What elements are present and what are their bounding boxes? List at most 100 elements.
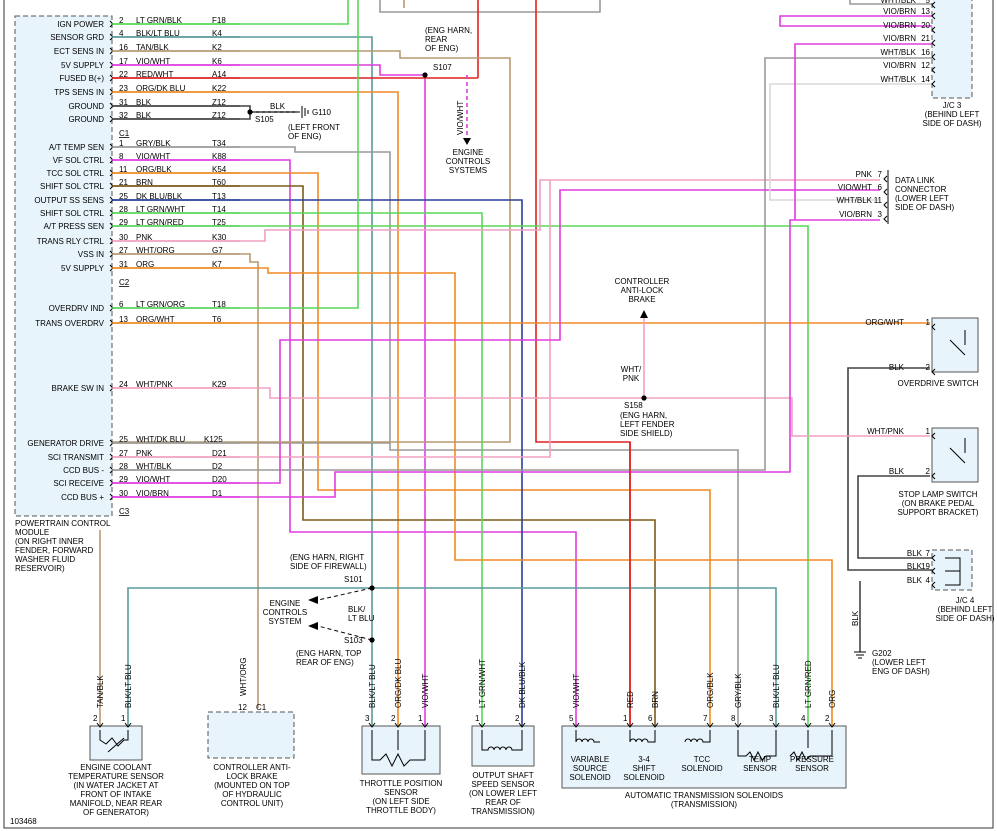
overdrive_switch-pin: 1: [926, 318, 931, 327]
ats-box: [561, 725, 847, 789]
s105-label: S105: [255, 115, 274, 124]
jc4-wire-color: BLK: [907, 576, 923, 585]
dlc-wire-color: VIO/WHT: [838, 183, 872, 192]
jc4-caption: (BEHIND LEFT: [938, 605, 993, 614]
tps-wire-color: BLK/LT BLU: [368, 664, 377, 708]
stop_lamp_switch-chevron: [931, 432, 936, 440]
diagram-border: [3, 0, 994, 829]
pcm-pin-function: SCI TRANSMIT: [48, 453, 104, 462]
tps-wire-color: VIO/WHT: [421, 674, 430, 708]
pcm-pin-function: TRANS RLY CTRL: [37, 237, 105, 246]
pcm-connector-id: C2: [119, 278, 130, 287]
s158-label: S158: [624, 401, 643, 410]
pcm-caption-line: WASHER FLUID: [15, 555, 75, 564]
ats-part-label: SENSOR: [795, 764, 829, 773]
s107-label: S107: [433, 63, 452, 72]
tps-chevron: [394, 722, 402, 728]
pcm-pin-number: 25: [119, 192, 128, 201]
pcm-pin-number: 22: [119, 70, 128, 79]
pcm-circuit-id: K4: [212, 29, 222, 38]
jc4-pin: 7: [926, 549, 931, 558]
ect-pin: 1: [121, 714, 126, 723]
wht-pnk-label: WHT/: [621, 365, 642, 374]
wht-pnk-label: PNK: [623, 374, 640, 383]
dlc-wire-color: PNK: [856, 170, 873, 179]
ossp-caption: SPEED SENSOR: [471, 780, 534, 789]
pcm-pin-function: CCD BUS -: [63, 466, 104, 475]
pcm-pin-number: 30: [119, 489, 128, 498]
s103-label: S103: [344, 636, 363, 645]
jc4-chevron: [931, 567, 936, 575]
s158-dot: [641, 395, 647, 401]
pcm-pin-number: 16: [119, 43, 128, 52]
pcm-caption-line: MODULE: [15, 528, 49, 537]
pcm-wire-color: ORG/WHT: [136, 315, 175, 324]
pcm-circuit-id: T25: [212, 218, 226, 227]
wire-vss-in: [112, 253, 259, 708]
pcm-pin-function: GENERATOR DRIVE: [27, 439, 104, 448]
pcm-wire-color: BLK: [136, 111, 152, 120]
pcm-pin-number: 28: [119, 462, 128, 471]
pcm-pin-number: 25: [119, 435, 128, 444]
engine-controls-2-arrow-b: [317, 625, 373, 641]
blk-ltblu-label: LT BLU: [348, 614, 375, 623]
wire-ccd-plus: [112, 219, 880, 498]
jc3-box: [931, 0, 973, 99]
vio-wht-vertical-label: VIO/WHT: [456, 101, 465, 135]
ats-part-label: TCC: [694, 755, 711, 764]
pcm-pin-number: 27: [119, 246, 128, 255]
ats-pin: 2: [825, 714, 830, 723]
eng-harn-rear-label: (ENG HARN,: [425, 26, 472, 35]
pcm-wire-color: VIO/WHT: [136, 57, 170, 66]
pcm-wire-color: WHT/BLK: [136, 462, 172, 471]
dlc-chevron: [883, 201, 888, 209]
wire-od-blk: [847, 367, 932, 571]
overdrive_switch-wire-color: ORG/WHT: [865, 318, 904, 327]
s105-dot: [247, 109, 253, 115]
pcm-pin-function: TPS SENS IN: [54, 88, 104, 97]
pcm-connector-id: C3: [119, 507, 130, 516]
wire-output-ss: [112, 199, 523, 726]
pcm-circuit-id: K88: [212, 152, 227, 161]
pcm-circuit-id: Z12: [212, 98, 226, 107]
pcm-pin-number: 27: [119, 449, 128, 458]
stop-lamp-switch-caption: SUPPORT BRACKET): [897, 508, 978, 517]
pcm-wire-color: RED/WHT: [136, 70, 173, 79]
pcm-pin-number: 11: [119, 165, 128, 174]
cab-caption: LOCK BRAKE: [226, 772, 277, 781]
jc3-caption: (BEHIND LEFT: [925, 110, 980, 119]
jc3-caption: J/C 3: [943, 101, 962, 110]
engine-controls-system-label: SYSTEM: [269, 617, 302, 626]
pcm-wire-color: LT GRN/RED: [136, 218, 184, 227]
pcm-circuit-id: T13: [212, 192, 226, 201]
pcm-pin-number: 21: [119, 178, 128, 187]
s158-location-label: (ENG HARN,: [620, 411, 667, 420]
pcm-pin-number: 31: [119, 260, 128, 269]
pcm-pin-function: 5V SUPPLY: [61, 264, 105, 273]
ats-part-label: PRESSURE: [790, 755, 834, 764]
ect-caption: FRONT OF INTAKE: [80, 790, 151, 799]
engine-controls-2-arrowhead-b: [308, 622, 318, 630]
pcm-pin-number: 32: [119, 111, 128, 120]
pcm-pin-number: 6: [119, 300, 124, 309]
ats-part-label: VARIABLE: [571, 755, 610, 764]
stop_lamp_switch-wire-color: WHT/PNK: [867, 427, 905, 436]
jc3-chevron: [931, 39, 936, 47]
pcm-pin-number: 29: [119, 218, 128, 227]
pcm-circuit-id: K22: [212, 84, 227, 93]
tps-box: [361, 725, 441, 775]
ats-caption: (TRANSMISSION): [671, 800, 738, 809]
g110-blk-label: BLK: [270, 102, 286, 111]
s103-location-label: (ENG HARN, TOP: [296, 649, 362, 658]
pcm-wire-color: PNK: [136, 233, 153, 242]
pcm-circuit-id: F18: [212, 16, 226, 25]
wire-jc3-vio2: [794, 43, 932, 220]
pcm-wire-color: WHT/PNK: [136, 380, 174, 389]
pcm-wire-color: WHT/ORG: [136, 246, 175, 255]
cab-arrow: [640, 310, 648, 318]
ats-pin: 5: [569, 714, 574, 723]
